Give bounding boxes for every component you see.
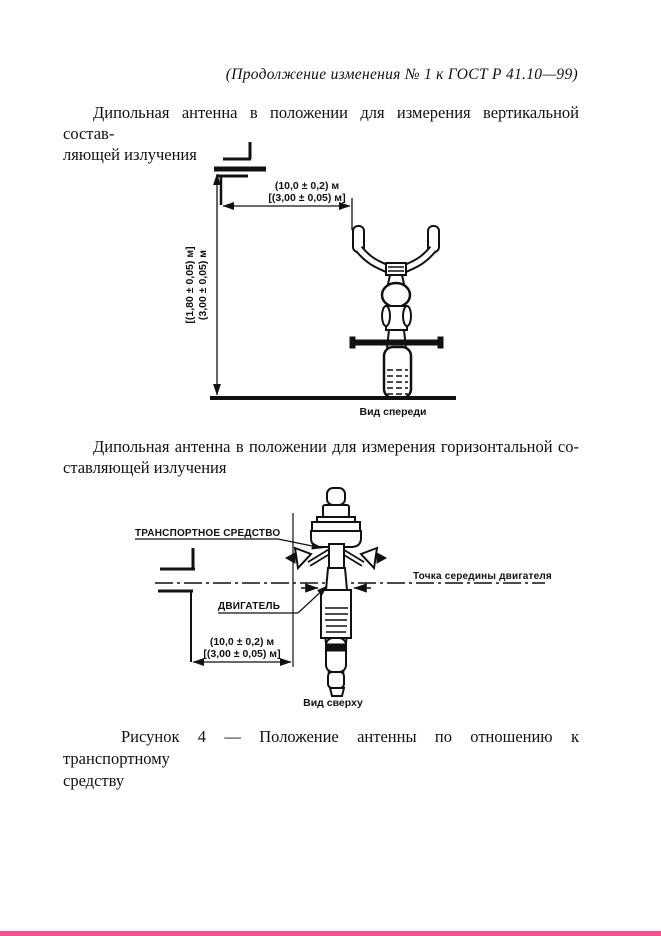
figure-caption: Рисунок 4 — Положение антенны по отношен… <box>63 726 579 792</box>
dim-distance-alt-value: [(3,00 ± 0,05) м] <box>203 648 280 660</box>
front-view-label: Вид спереди <box>359 406 426 418</box>
caption-line: средству <box>63 771 125 790</box>
top-view-label: Вид сверху <box>303 697 363 709</box>
dim-height-value: (3,00 ± 0,05) м <box>197 250 209 320</box>
dim-distance-value: (10,0 ± 0,2) м <box>275 180 340 192</box>
vehicle-label: ТРАНСПОРТНОЕ СРЕДСТВО <box>135 528 280 539</box>
engine-center-label: Точка середины двигателя <box>413 571 552 582</box>
paragraph-line: Дипольная антенна в положении для измере… <box>93 437 579 456</box>
caption-line: Рисунок 4 — Положение антенны по отношен… <box>63 727 579 768</box>
dim-distance-value: (10,0 ± 0,2) м <box>210 636 275 648</box>
figure-front-view: (10,0 ± 0,2) м [(3,00 ± 0,05) м] (3,00 ±… <box>184 142 456 418</box>
dimension-distance: (10,0 ± 0,2) м [(3,00 ± 0,05) м] <box>192 513 294 667</box>
dim-height-alt-value: [(1,80 ± 0,05) м] <box>184 246 196 323</box>
header-note: (Продолжение изменения № 1 к ГОСТ Р 41.1… <box>225 66 578 83</box>
figure-top-view: (10,0 ± 0,2) м [(3,00 ± 0,05) м] <box>135 487 552 709</box>
motorcycle-front-view <box>349 225 444 400</box>
paragraph-line: ляющей излучения <box>63 145 197 164</box>
vehicle-callout: ТРАНСПОРТНОЕ СРЕДСТВО <box>135 528 323 550</box>
engine-label: ДВИГАТЕЛЬ <box>218 601 280 612</box>
dimension-distance: (10,0 ± 0,2) м [(3,00 ± 0,05) м] <box>222 180 353 230</box>
paragraph-horizontal-component: Дипольная антенна в положении для измере… <box>63 436 579 478</box>
dipole-antenna-icon <box>214 142 266 205</box>
dimension-height: (3,00 ± 0,05) м [(1,80 ± 0,05) м] <box>184 173 221 396</box>
paragraph-line: ставляющей излучения <box>63 458 227 477</box>
paragraph-line: Дипольная антенна в положении для измере… <box>63 103 579 143</box>
motorcycle-top-view <box>284 487 388 697</box>
page-bottom-accent-bar <box>0 931 661 936</box>
dim-distance-alt-value: [(3,00 ± 0,05) м] <box>268 192 345 204</box>
paragraph-vertical-component: Дипольная антенна в положении для измере… <box>63 102 579 165</box>
engine-callout: ДВИГАТЕЛЬ <box>218 585 328 614</box>
dipole-antenna-icon <box>158 548 195 662</box>
